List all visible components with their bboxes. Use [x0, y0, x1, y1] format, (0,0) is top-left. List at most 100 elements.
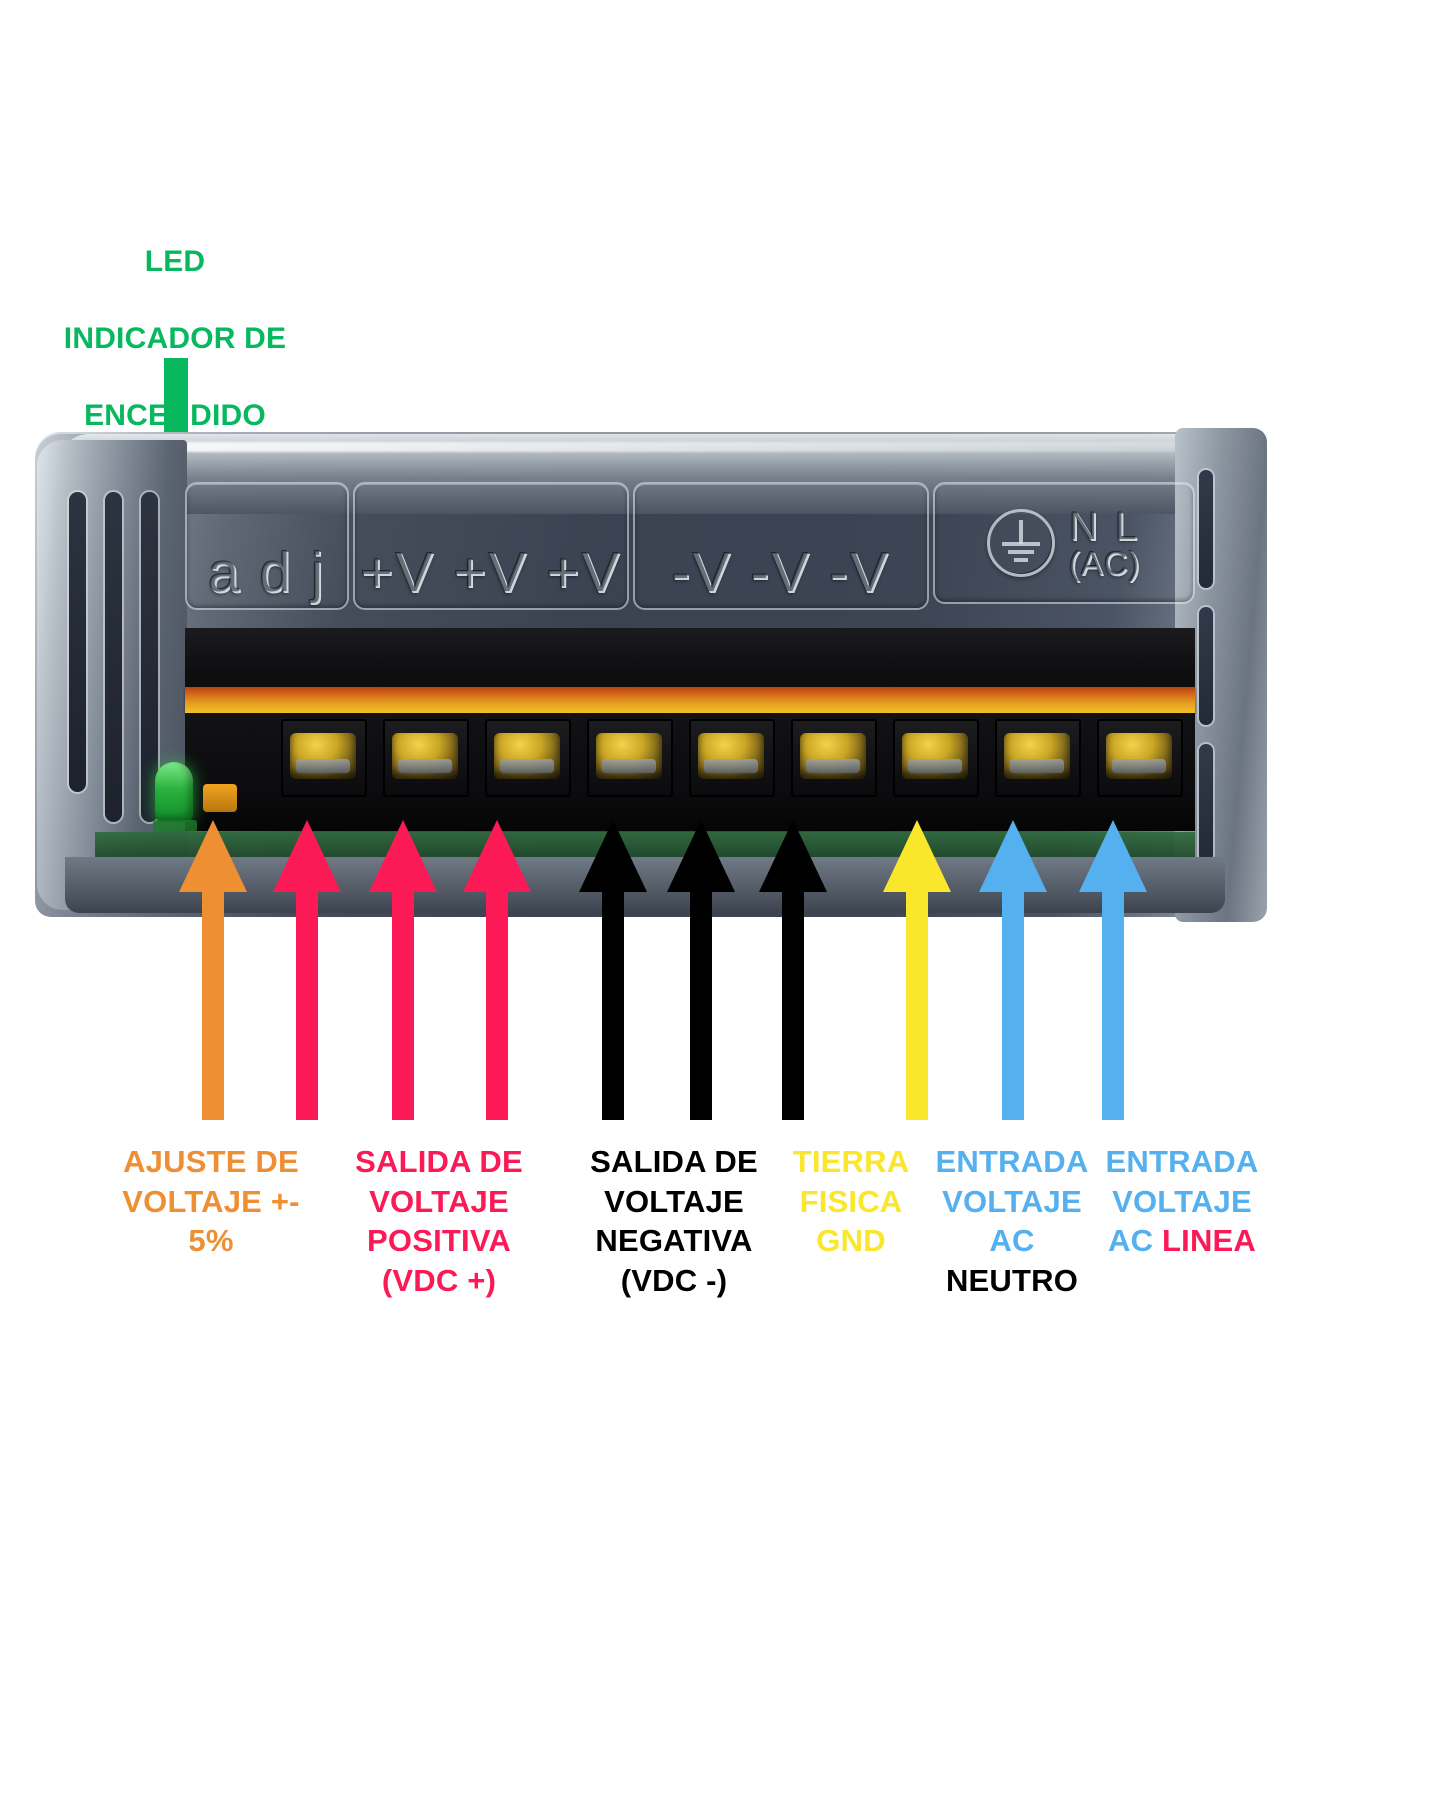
- power-led: [155, 762, 193, 822]
- arrow-head: [667, 820, 735, 892]
- up-arrow-blue: [1068, 820, 1158, 1120]
- callout-ac-line-ac-text: AC: [1107, 1223, 1154, 1259]
- arrow-head: [273, 820, 341, 892]
- bracket-slot: [1199, 607, 1213, 725]
- callout-vplus-line-2: VOLTAJE: [369, 1183, 509, 1219]
- earth-ground-symbol: [987, 509, 1056, 577]
- callout-gnd-line-2: FISICA: [799, 1183, 903, 1219]
- terminal-screw: [392, 733, 458, 779]
- arrow-shaft: [906, 886, 928, 1120]
- terminal-screw: [596, 733, 662, 779]
- callout-gnd-line-1: TIERRA: [792, 1144, 910, 1179]
- plate-adj-text: a d j: [208, 541, 326, 605]
- led-label-line-1: LED: [144, 245, 206, 279]
- terminal-screw-slot: [995, 719, 1081, 797]
- callout-ac-line-line-1: ENTRADA: [1105, 1144, 1259, 1179]
- callout-ac-neutral-line-3: AC: [989, 1223, 1035, 1259]
- arrow-shaft: [486, 886, 508, 1120]
- plate-ac: N L (AC): [933, 482, 1195, 604]
- terminal-screw: [902, 733, 968, 779]
- callout-gnd: TIERRA FISICA GND: [782, 1142, 920, 1261]
- callout-ac-line-line-2: VOLTAJE: [1112, 1183, 1252, 1219]
- terminal-screw-slot: [587, 719, 673, 797]
- arrow-shaft: [392, 886, 414, 1120]
- callout-vplus-line-1: SALIDA DE: [355, 1144, 523, 1179]
- callout-vplus: SALIDA DE VOLTAJE POSITIVA (VDC +): [322, 1142, 556, 1301]
- up-arrow-orange: [168, 820, 258, 1120]
- callout-adj-line-3: 5%: [188, 1223, 234, 1259]
- up-arrow-blue: [968, 820, 1058, 1120]
- terminal-screw-slot: [1097, 719, 1183, 797]
- arrow-head: [369, 820, 437, 892]
- callout-adj-line-2: VOLTAJE +-: [122, 1183, 300, 1219]
- terminal-screw: [290, 733, 356, 779]
- arrow-head: [1079, 820, 1147, 892]
- plate-vplus-text: +V +V +V: [360, 541, 622, 605]
- plate-vplus: +V +V +V: [353, 482, 629, 610]
- callout-ac-line-extra: LINEA: [1162, 1223, 1256, 1259]
- up-arrow-black: [748, 820, 838, 1120]
- plate-ac-sub-text: (AC): [1069, 544, 1141, 582]
- arrow-shaft: [782, 886, 804, 1120]
- terminal-screw-slot: [383, 719, 469, 797]
- embossed-label-row: a d j +V +V +V -V -V -V N L (AC): [185, 472, 1195, 612]
- up-arrow-pink: [452, 820, 542, 1120]
- up-arrow-pink: [262, 820, 352, 1120]
- terminal-screw: [1106, 733, 1172, 779]
- up-arrow-black: [568, 820, 658, 1120]
- terminal-screw-slot: [893, 719, 979, 797]
- vent-slot: [69, 492, 86, 792]
- voltage-trimpot: [203, 784, 237, 812]
- arrow-shaft: [602, 886, 624, 1120]
- callout-gnd-line-3: GND: [816, 1223, 886, 1259]
- terminal-screw: [1004, 733, 1070, 779]
- arrow-head: [463, 820, 531, 892]
- plate-ac-nl-text: N L: [1069, 504, 1141, 549]
- up-arrow-black: [656, 820, 746, 1120]
- callout-adj: AJUSTE DE VOLTAJE +- 5%: [96, 1142, 326, 1261]
- callout-vminus-line-3: NEGATIVA: [595, 1223, 753, 1259]
- terminal-block: [185, 713, 1195, 831]
- arrow-shaft: [1102, 886, 1124, 1120]
- callout-ac-neutral: ENTRADA VOLTAJE AC NEUTRO: [920, 1142, 1104, 1301]
- plate-vminus-text: -V -V -V: [671, 541, 891, 605]
- terminal-screw-slot: [281, 719, 367, 797]
- callout-vminus-line-1: SALIDA DE: [590, 1144, 758, 1179]
- callout-vminus: SALIDA DE VOLTAJE NEGATIVA (VDC -): [568, 1142, 780, 1301]
- terminal-screw-slot: [689, 719, 775, 797]
- callout-ac-neutral-line-1: ENTRADA: [935, 1144, 1089, 1179]
- up-arrow-yellow: [872, 820, 962, 1120]
- terminal-screw: [800, 733, 866, 779]
- led-label-line-2: INDICADOR DE: [63, 322, 287, 356]
- bracket-slot: [1199, 470, 1213, 588]
- arrow-head: [579, 820, 647, 892]
- arrow-head: [759, 820, 827, 892]
- arrow-head: [883, 820, 951, 892]
- arrow-head: [179, 820, 247, 892]
- vent-slot: [105, 492, 122, 822]
- psu-lid-highlight: [79, 442, 1219, 452]
- arrow-head: [979, 820, 1047, 892]
- arrow-shaft: [202, 886, 224, 1120]
- terminal-screw-slot: [485, 719, 571, 797]
- callout-adj-line-1: AJUSTE DE: [123, 1144, 299, 1179]
- power-supply-unit: a d j +V +V +V -V -V -V N L (AC): [35, 428, 1267, 932]
- callout-vplus-line-3: POSITIVA: [367, 1223, 511, 1259]
- arrow-shaft: [1002, 886, 1024, 1120]
- plate-adj: a d j: [185, 482, 349, 610]
- up-arrow-pink: [358, 820, 448, 1120]
- bracket-slot: [1199, 744, 1213, 862]
- callout-vminus-line-2: VOLTAJE: [604, 1183, 744, 1219]
- terminal-screw: [494, 733, 560, 779]
- terminal-screw: [698, 733, 764, 779]
- callout-vplus-line-4: (VDC +): [381, 1263, 497, 1299]
- callout-ac-neutral-extra: NEUTRO: [945, 1263, 1079, 1299]
- plate-vminus: -V -V -V: [633, 482, 929, 610]
- arrow-shaft: [296, 886, 318, 1120]
- callout-ac-line-line-3: AC LINEA: [1086, 1221, 1278, 1261]
- callout-ac-line: ENTRADA VOLTAJE AC LINEA: [1086, 1142, 1278, 1261]
- arrow-shaft: [690, 886, 712, 1120]
- callout-ac-neutral-line-2: VOLTAJE: [942, 1183, 1082, 1219]
- vent-slot: [141, 492, 158, 822]
